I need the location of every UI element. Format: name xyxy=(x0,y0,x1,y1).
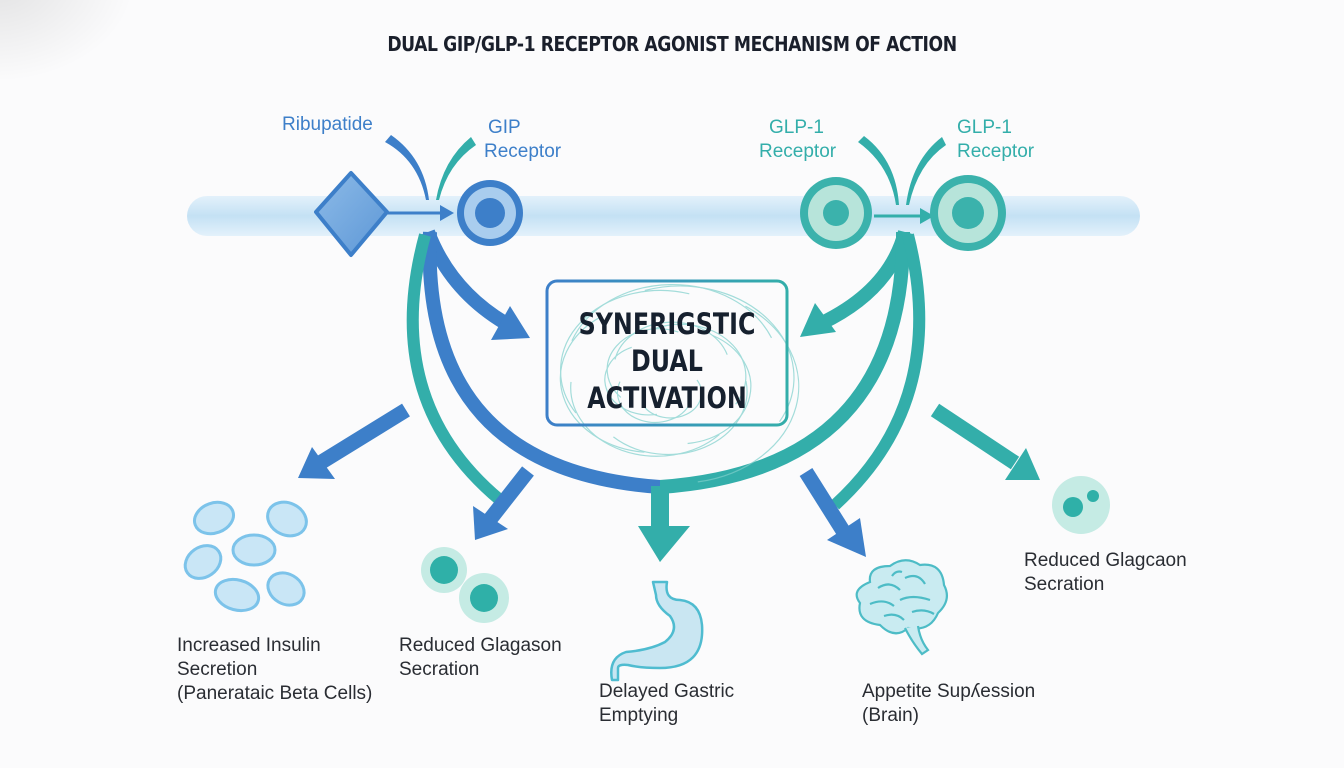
gip-receptor-label-line2: Receptor xyxy=(484,141,562,162)
glp1-receptor-label: GLP-1 Receptor xyxy=(957,116,1034,164)
synergy-label: SYNERIGSTIC DUAL ACTIVATION xyxy=(569,306,764,417)
glp1-receptor-label-line1: GLP-1 xyxy=(769,117,824,138)
glp1-receptor-icon xyxy=(800,177,872,249)
swirl-line xyxy=(644,285,795,423)
gastric-signal-arrow xyxy=(638,480,690,562)
swirl-line xyxy=(687,334,752,445)
effect-line: Secretion xyxy=(177,659,258,680)
gip-receptor-label-line1: GIP xyxy=(488,117,521,138)
swirl-line xyxy=(614,321,728,360)
glp1-receptor-label-line2: Receptor xyxy=(759,141,837,162)
effect-insulin-label: Increased Insulin Secretion (Panerataic … xyxy=(177,634,372,706)
swirl-line xyxy=(606,328,679,398)
effect-glucagon-label: Reduced Glagason Secration xyxy=(399,634,562,682)
corner-shadow xyxy=(0,0,160,100)
gip-receptor-icon xyxy=(457,180,523,246)
synergy-box xyxy=(545,279,789,427)
effect-glucagon-2-label: Reduced Glagcaon Secration xyxy=(1024,549,1187,597)
swirl-line xyxy=(559,316,645,453)
gip-receptor-label: GIP Receptor xyxy=(484,116,561,164)
incoming-signal-curves-left xyxy=(385,135,476,200)
effect-line: (Panerataic Beta Cells) xyxy=(177,683,373,704)
brain-icon xyxy=(855,559,949,656)
effect-line: Increased Insulin xyxy=(177,635,321,656)
swirl-line xyxy=(613,380,748,456)
synergy-line: SYNERIGSTIC xyxy=(578,307,756,341)
binding-arrow-gip xyxy=(387,205,454,221)
gip-signal-arrows xyxy=(298,229,661,540)
glp1-receptor-label-line2: Receptor xyxy=(957,141,1035,162)
incoming-signal-curves-right xyxy=(858,136,946,205)
alpha-cells-icon xyxy=(421,547,509,623)
effect-line: Appetite Supʎession xyxy=(862,681,1036,702)
swirl-line xyxy=(571,283,773,342)
effect-line: Emptying xyxy=(599,705,679,726)
effect-appetite-label: Appetite Supʎession (Brain) xyxy=(862,680,1035,728)
effect-line: (Brain) xyxy=(862,705,920,726)
swirl-line xyxy=(653,323,747,405)
synergy-line: ACTIVATION xyxy=(587,381,747,415)
glp1-receptor-label: GLP-1 Receptor xyxy=(759,116,836,164)
effect-line: Secration xyxy=(1024,574,1105,595)
stomach-icon xyxy=(610,580,704,682)
swirl-line xyxy=(604,346,658,416)
effect-line: Reduced Glagcaon xyxy=(1024,550,1187,571)
binding-arrow-glp1 xyxy=(874,208,934,224)
beta-cells-icon xyxy=(183,500,308,613)
cell-membrane xyxy=(187,196,1140,236)
swirl-line xyxy=(559,289,690,414)
glp1-receptor-label-line1: GLP-1 xyxy=(957,117,1012,138)
effect-line: Delayed Gastric xyxy=(599,681,735,702)
diagram-title: DUAL GIP/GLP-1 RECEPTOR AGONIST MECHANIS… xyxy=(387,32,957,56)
swirl-line xyxy=(697,305,800,483)
synergy-swirl xyxy=(559,283,800,483)
cell-icon xyxy=(1052,476,1110,534)
swirl-line xyxy=(643,379,703,419)
agonist-label: Ribupatide xyxy=(282,114,373,135)
synergy-line: DUAL xyxy=(631,344,703,378)
swirl-line xyxy=(570,381,720,457)
ribupatide-diamond-icon xyxy=(314,171,389,257)
effect-gastric-label: Delayed Gastric Emptying xyxy=(599,680,734,728)
glp1-signal-arrows xyxy=(659,230,1040,557)
glp1-receptor-icon xyxy=(930,175,1006,251)
effect-line: Secration xyxy=(399,659,480,680)
effect-line: Reduced Glagason xyxy=(399,635,562,656)
